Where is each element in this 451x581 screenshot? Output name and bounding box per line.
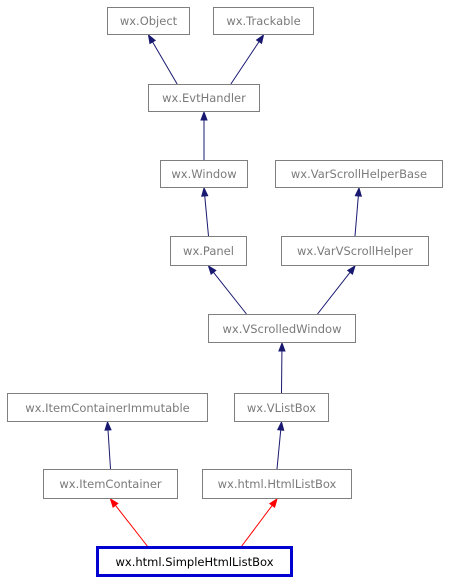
edge-evthandler-to-object — [152, 41, 178, 85]
arrowhead-evthandler-to-trackable — [255, 33, 265, 45]
edge-simplehtmllistbox-to-htmllistbox — [241, 505, 273, 547]
arrowhead-htmllistbox-to-vlistbox — [276, 420, 285, 431]
node-wx-itemcontainer[interactable]: wx.ItemContainer — [43, 469, 178, 499]
node-wx-vscrolledwindow[interactable]: wx.VScrolledWindow — [208, 314, 356, 343]
arrowhead-vscrolledwindow-to-panel — [207, 264, 217, 275]
node-wx-html-simplehtmllistbox: wx.html.SimpleHtmlListBox — [96, 546, 293, 577]
node-wx-varscrollhelperbase[interactable]: wx.VarScrollHelperBase — [275, 160, 443, 188]
node-wx-trackable[interactable]: wx.Trackable — [213, 7, 314, 35]
arrowhead-itemcontainer-to-itemcontainerimmutable — [104, 420, 112, 431]
edge-htmllistbox-to-vlistbox — [276, 429, 282, 470]
edge-vscrolledwindow-to-varvscrollhelper — [317, 271, 351, 315]
edge-vscrolledwindow-to-panel — [213, 271, 247, 315]
node-wx-evthandler[interactable]: wx.EvtHandler — [148, 84, 260, 112]
node-wx-varvscrollhelper[interactable]: wx.VarVScrollHelper — [281, 236, 429, 266]
node-wx-vlistbox[interactable]: wx.VListBox — [234, 393, 329, 422]
node-wx-html-htmllistbox[interactable]: wx.html.HtmlListBox — [202, 469, 352, 499]
arrowhead-panel-to-window — [201, 186, 209, 197]
arrowhead-vlistbox-to-vscrolledwindow — [278, 341, 286, 352]
arrowhead-simplehtmllistbox-to-itemcontainer — [109, 497, 119, 508]
node-wx-object[interactable]: wx.Object — [107, 7, 190, 35]
arrowhead-varvscrollhelper-to-varscrollhelperbase — [354, 186, 363, 197]
node-wx-window[interactable]: wx.Window — [160, 160, 248, 188]
arrowhead-vscrolledwindow-to-varvscrollhelper — [346, 264, 356, 275]
edge-panel-to-window — [204, 195, 209, 237]
arrowhead-simplehtmllistbox-to-htmllistbox — [268, 497, 278, 509]
edge-evthandler-to-trackable — [230, 41, 260, 85]
edge-varvscrollhelper-to-varscrollhelperbase — [354, 195, 359, 237]
node-wx-itemcontainerimmutable[interactable]: wx.ItemContainerImmutable — [7, 393, 208, 422]
arrowhead-evthandler-to-object — [147, 33, 157, 45]
arrowhead-window-to-evthandler — [200, 110, 208, 121]
edge-itemcontainer-to-itemcontainerimmutable — [107, 429, 111, 470]
edge-simplehtmllistbox-to-itemcontainer — [115, 504, 148, 547]
node-wx-panel[interactable]: wx.Panel — [170, 236, 247, 266]
